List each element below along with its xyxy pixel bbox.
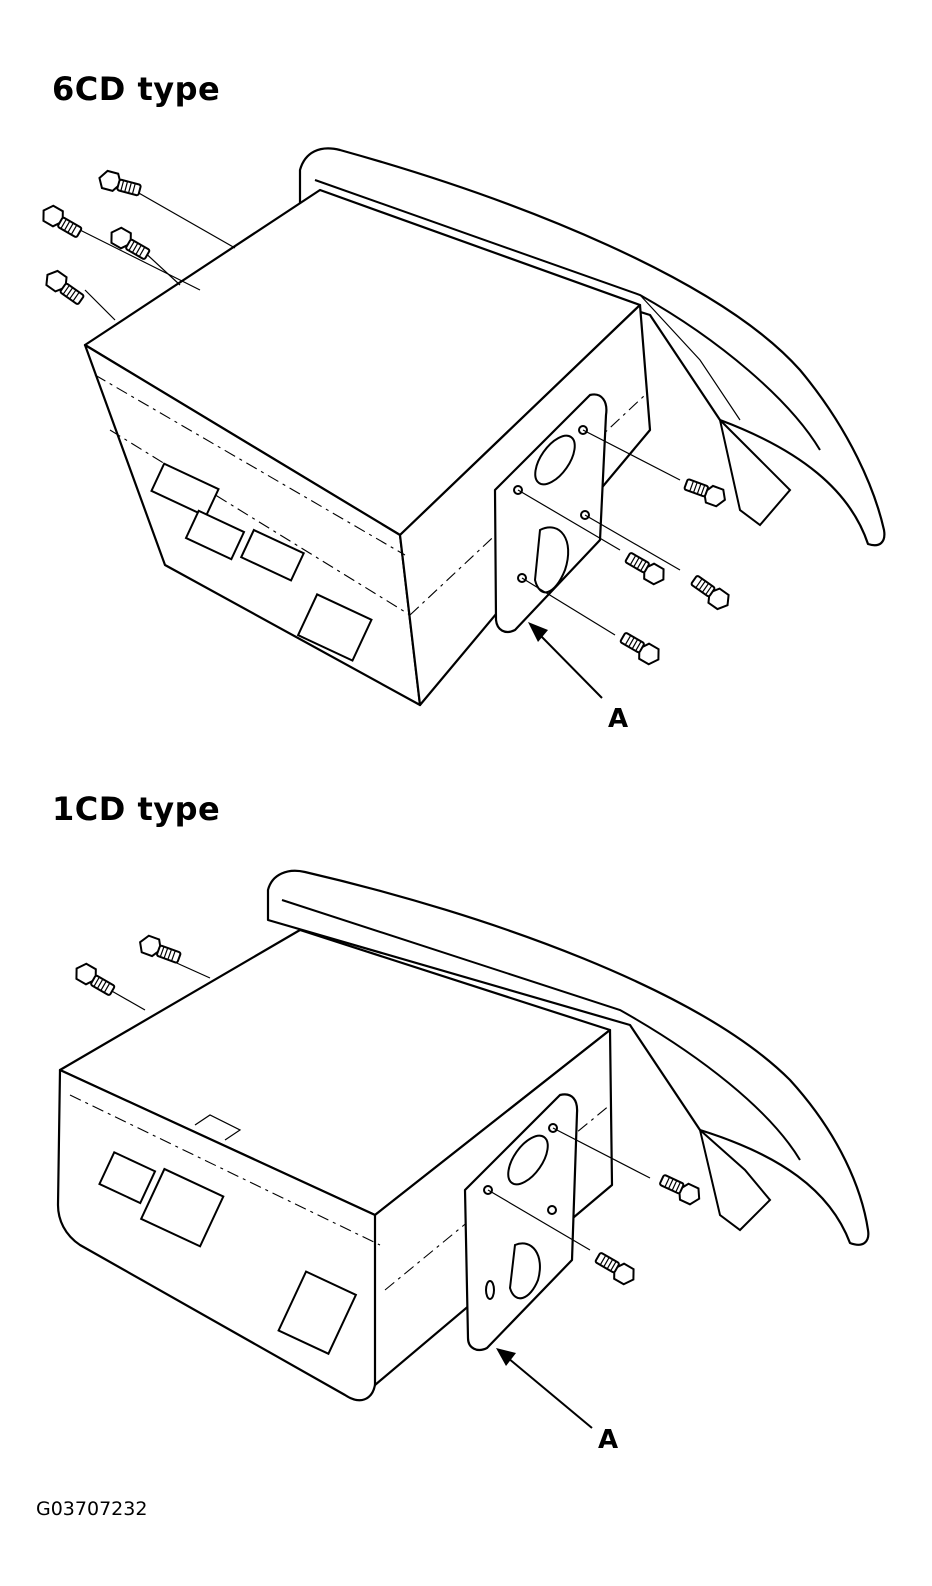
- 6cd-type-heading: 6CD type: [52, 70, 221, 108]
- connector-4: [296, 593, 373, 662]
- bolt-3: [106, 223, 154, 263]
- bolt-1: [96, 168, 144, 199]
- bolt-4: [41, 266, 89, 308]
- bolt-3: [656, 1171, 704, 1208]
- bolt-2: [71, 959, 119, 999]
- connector-1: [98, 1150, 157, 1205]
- callout-arrow-1cd: [507, 1357, 593, 1429]
- bolt-6: [621, 549, 669, 589]
- connector-1: [150, 462, 220, 518]
- connector-2: [184, 509, 246, 561]
- bezel-panel: [266, 869, 870, 1246]
- figure-code: G03707232: [36, 1498, 148, 1520]
- bolt-1: [136, 932, 184, 966]
- bolt-5: [681, 476, 729, 510]
- bracket-a-callout-1cd: A: [598, 1425, 619, 1455]
- connector-3: [239, 528, 306, 582]
- bolt-2: [38, 201, 86, 241]
- connector-3: [277, 1270, 358, 1356]
- 6cd-unit-illustration: [38, 147, 886, 707]
- bracket-a: [493, 393, 608, 634]
- callout-arrow-6cd: [539, 634, 603, 699]
- connector-2: [139, 1167, 225, 1248]
- bracket-a-callout-6cd: A: [608, 704, 629, 734]
- 1cd-unit-illustration: [56, 869, 870, 1429]
- bolt-8: [616, 629, 664, 669]
- 1cd-type-heading: 1CD type: [52, 790, 221, 828]
- bolt-7: [686, 572, 734, 614]
- bolt-4: [591, 1249, 639, 1289]
